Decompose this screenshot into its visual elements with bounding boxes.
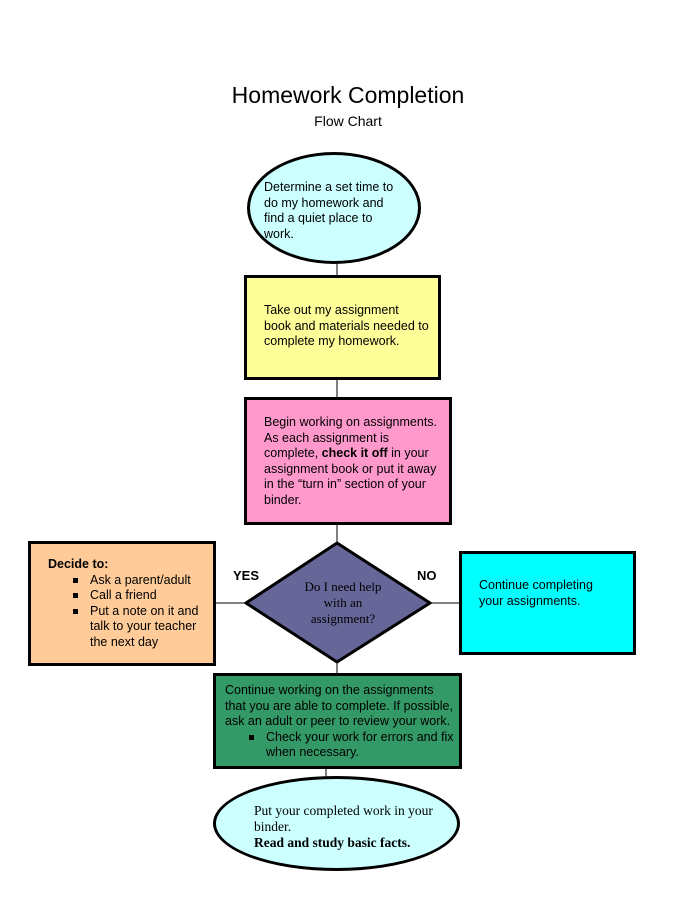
decision-diamond — [243, 541, 433, 664]
step1-box — [244, 275, 441, 380]
step2-text-part2: in your assignment book or put it away i… — [264, 446, 437, 507]
decision-text: Do I need help with an assignment? — [304, 579, 382, 626]
step2-box — [244, 397, 452, 525]
page-subtitle: Flow Chart — [314, 113, 382, 129]
continue-box-list: Check your work for errors and fix when … — [246, 730, 457, 761]
step2-text: Begin working on assignments. As each as… — [264, 415, 442, 508]
step2-text-bold: check it off — [321, 446, 388, 460]
start-ellipse — [247, 152, 421, 264]
no-box — [459, 551, 636, 655]
yes-label: YES — [233, 568, 260, 583]
continue-box-item: Check your work for errors and fix when … — [246, 730, 457, 761]
yes-box-item: Ask a parent/adult — [70, 573, 208, 589]
end-bold-text: Read and study basic facts. — [254, 835, 411, 850]
yes-box-list: Ask a parent/adult Call a friend Put a n… — [70, 573, 208, 651]
yes-box — [28, 541, 216, 666]
end-text: Put your completed work in your binder. — [254, 803, 433, 834]
continue-box — [213, 673, 462, 769]
no-label: NO — [417, 568, 437, 583]
no-box-text: Continue completing your assignments. — [479, 578, 593, 608]
step2-text-part1: Begin working on assignments. As each as… — [264, 415, 438, 460]
continue-box-content: Continue working on the assignments that… — [225, 683, 457, 761]
yes-box-heading: Decide to: — [48, 557, 109, 571]
step1-text: Take out my assignment book and material… — [264, 303, 429, 348]
end-content: Put your completed work in your binder. … — [254, 803, 444, 851]
continue-box-text: Continue working on the assignments that… — [225, 683, 453, 728]
end-ellipse — [213, 776, 460, 871]
yes-box-item: Call a friend — [70, 588, 208, 604]
yes-box-item: Put a note on it and talk to your teache… — [70, 604, 208, 651]
page-title: Homework Completion — [231, 82, 465, 108]
start-text: Determine a set time to do my homework a… — [264, 180, 394, 241]
yes-box-content: Decide to: Ask a parent/adult Call a fri… — [48, 557, 208, 650]
